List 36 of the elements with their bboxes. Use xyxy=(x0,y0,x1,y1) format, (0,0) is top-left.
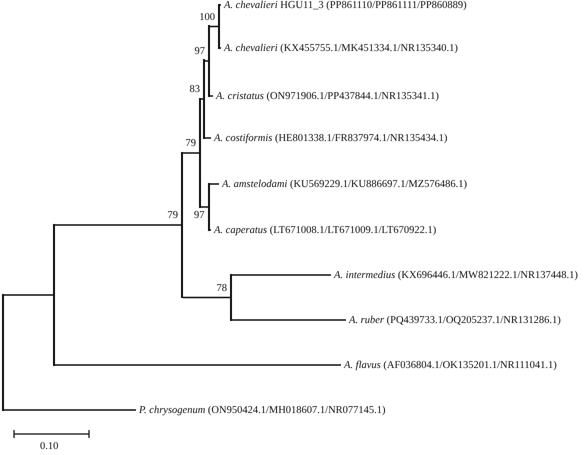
tree-branch xyxy=(210,229,211,231)
scale-label: 0.10 xyxy=(40,441,58,453)
tree-branch xyxy=(232,319,346,321)
tree-branch xyxy=(201,206,208,208)
tree-branch xyxy=(4,409,136,411)
taxon-label: P. chrysogenum (ON950424.1/MH018607.1/NR077145.1) xyxy=(139,404,386,416)
taxon-label: A. chevalieri (KX455755.1/MK451334.1/NR135340.1) xyxy=(224,42,458,54)
tree-branch xyxy=(210,95,213,97)
bootstrap-value: 79 xyxy=(186,138,196,150)
taxon-label: A. intermedius (KX696446.1/MW821222.1/NR137448.1) xyxy=(334,268,578,282)
tree-branch xyxy=(201,98,203,100)
taxon-label: A. cristatus (ON971906.1/PP437844.1/NR135341.1) xyxy=(216,90,439,102)
taxon-label: A. amstelodami (KU569229.1/KU886697.1/MZ576486.1) xyxy=(222,178,467,190)
tree-branch xyxy=(183,152,199,154)
bootstrap-value: 97 xyxy=(194,210,204,222)
tree-branch xyxy=(183,296,230,298)
taxon-label: A. caperatus (LT671008.1/LT671009.1/LT670922.1) xyxy=(214,224,436,236)
bootstrap-value: 100 xyxy=(199,12,215,24)
bootstrap-value: 83 xyxy=(190,84,200,96)
tree-branch xyxy=(210,26,218,28)
tree-branch xyxy=(55,364,341,366)
tree-branch xyxy=(4,294,53,296)
tree-branch xyxy=(210,183,219,185)
bootstrap-value: 79 xyxy=(168,210,178,222)
taxon-label: A. ruber (PQ439733.1/OQ205237.1/NR131286.1) xyxy=(349,314,561,326)
tree-branch xyxy=(232,274,331,276)
tree-branch xyxy=(205,137,211,139)
taxon-label: A. chevalieri HGU11_3 (PP861110/PP861111/PP860889) xyxy=(224,0,467,12)
tree-branch xyxy=(220,4,221,6)
tree-branch xyxy=(55,224,181,226)
bootstrap-value: 97 xyxy=(194,46,205,58)
tree-branch xyxy=(220,47,221,49)
taxon-label: A. flavus (AF036804.1/OK135201.1/NR111041.1) xyxy=(344,358,557,372)
taxon-label: A. costiformis (HE801338.1/FR837974.1/NR135434.1) xyxy=(214,132,448,144)
tree-branch xyxy=(205,60,208,62)
bootstrap-value: 78 xyxy=(216,282,227,294)
